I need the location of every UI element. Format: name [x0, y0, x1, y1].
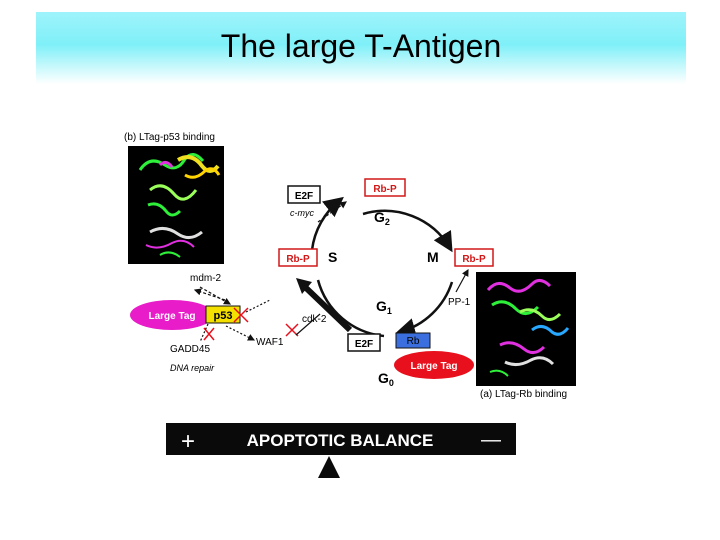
balance-plus: +: [181, 428, 195, 455]
pp1-label: PP-1: [448, 297, 471, 308]
rbp-left-box: Rb-P: [278, 248, 318, 267]
p53-binding-label: (b) LTag-p53 binding: [124, 132, 215, 143]
large-tag-left: Large Tag: [130, 300, 214, 330]
dna-repair-label: DNA repair: [170, 363, 215, 373]
p53-structure-image: [128, 146, 224, 264]
cmyc-label: c-myc: [290, 208, 314, 218]
phase-m: M: [427, 249, 439, 265]
phase-g1: G1: [376, 298, 392, 316]
balance-fulcrum: [318, 456, 340, 478]
phase-g0: G0: [378, 370, 394, 388]
page-title: The large T-Antigen: [220, 28, 502, 64]
svg-text:Rb-P: Rb-P: [286, 254, 310, 265]
gadd45-label: GADD45: [170, 344, 210, 355]
e2f-top-box: E2F: [287, 185, 321, 204]
balance-minus: —: [481, 429, 501, 451]
svg-text:E2F: E2F: [355, 339, 373, 350]
mdm2-label: mdm-2: [190, 273, 222, 284]
svg-text:E2F: E2F: [295, 191, 313, 202]
rb-structure-image: [476, 272, 576, 386]
p53-inhibition-mark: [233, 307, 249, 323]
gadd45-inhibition-mark: [203, 327, 215, 341]
p53-binding-panel: (b) LTag-p53 binding: [124, 132, 224, 264]
rbp-right-box: Rb-P: [454, 248, 494, 267]
e2f-bottom-box: E2F: [347, 333, 381, 352]
waf1-label: WAF1: [256, 337, 284, 348]
title-band: The large T-Antigen: [36, 12, 686, 84]
apoptotic-balance-bar: + APOPTOTIC BALANCE —: [166, 423, 516, 455]
phase-s: S: [328, 249, 337, 265]
svg-text:Large Tag: Large Tag: [410, 361, 457, 372]
waf1-inhibition-mark: [285, 323, 299, 337]
rb-binding-panel: (a) LTag-Rb binding: [476, 272, 576, 400]
svg-text:p53: p53: [214, 310, 233, 322]
svg-text:Rb: Rb: [407, 336, 420, 347]
large-tag-right: Large Tag: [394, 351, 474, 379]
rbp-top-box: Rb-P: [364, 178, 406, 197]
svg-text:Large Tag: Large Tag: [148, 311, 195, 322]
svg-text:Rb-P: Rb-P: [462, 254, 486, 265]
svg-text:Rb-P: Rb-P: [373, 184, 397, 195]
rb-binding-label: (a) LTag-Rb binding: [480, 389, 567, 400]
rb-box: Rb: [395, 332, 431, 349]
p53-box: p53: [205, 305, 241, 324]
balance-label: APOPTOTIC BALANCE: [247, 431, 434, 450]
phase-g2: G2: [374, 209, 390, 227]
